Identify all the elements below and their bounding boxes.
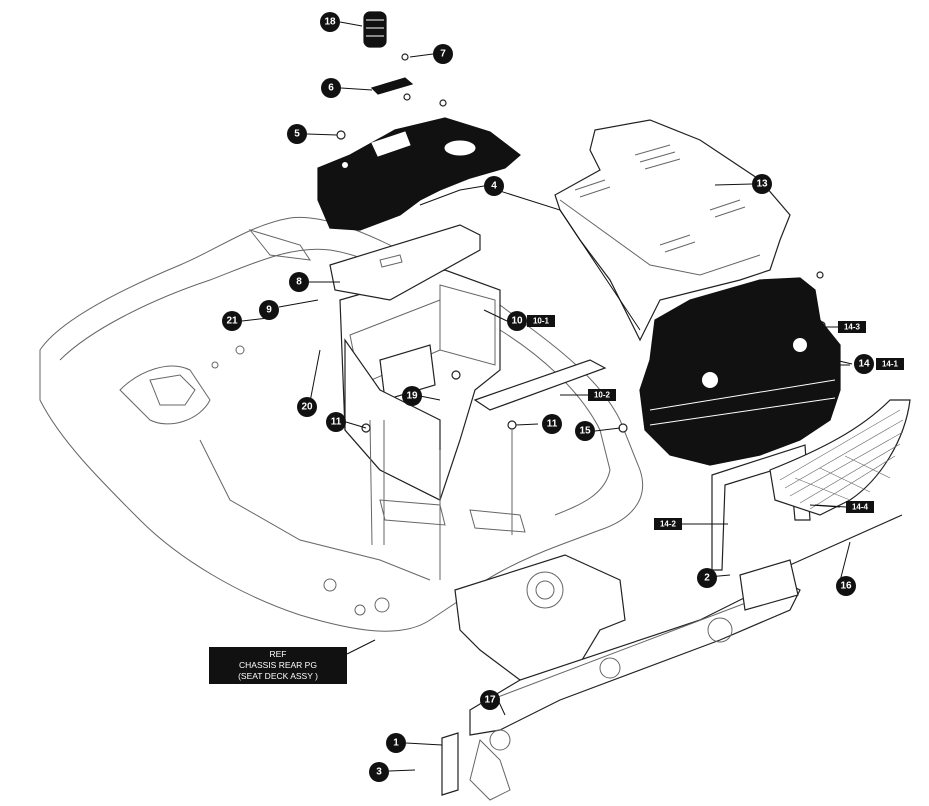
callout-11-left: 11 <box>326 412 346 432</box>
svg-text:15: 15 <box>579 426 591 437</box>
callout-3: 3 <box>369 762 389 782</box>
hood-rod <box>789 514 903 566</box>
svg-text:11: 11 <box>547 419 558 430</box>
callout-2: 2 <box>697 568 717 588</box>
callout-18: 18 <box>320 12 340 32</box>
tag-14-2: 14-2 <box>654 518 682 530</box>
throttle-knob <box>363 11 387 48</box>
svg-text:5: 5 <box>294 129 300 140</box>
grille-screen <box>769 399 911 516</box>
svg-text:2: 2 <box>704 573 710 584</box>
ref-label-box: REF CHASSIS REAR PG (SEAT DECK ASSY ) <box>209 647 347 684</box>
screws <box>336 53 826 433</box>
svg-text:14-4: 14-4 <box>852 503 869 512</box>
callout-13: 13 <box>752 174 772 194</box>
ref-line-3: (SEAT DECK ASSY ) <box>238 671 318 681</box>
tag-10-2: 10-2 <box>588 389 616 401</box>
tag-10-1: 10-1 <box>527 315 555 327</box>
svg-text:10-1: 10-1 <box>533 317 550 326</box>
svg-text:10: 10 <box>511 316 523 327</box>
callout-14: 14 <box>854 354 874 374</box>
callout-4: 4 <box>484 176 504 196</box>
svg-text:4: 4 <box>491 181 497 192</box>
svg-text:8: 8 <box>296 277 302 288</box>
svg-text:21: 21 <box>226 316 238 327</box>
tag-14-4: 14-4 <box>846 501 874 513</box>
callout-11-right: 11 <box>542 414 562 434</box>
callout-9: 9 <box>259 300 279 320</box>
dash-cover <box>317 117 521 231</box>
callout-19: 19 <box>402 386 422 406</box>
pedestal-frame <box>329 224 607 580</box>
tag-14-3: 14-3 <box>838 321 866 333</box>
svg-text:13: 13 <box>756 179 768 190</box>
svg-text:14-1: 14-1 <box>882 360 899 369</box>
svg-text:3: 3 <box>376 767 382 778</box>
callout-1: 1 <box>386 733 406 753</box>
callout-17: 17 <box>480 690 500 710</box>
callout-7: 7 <box>433 44 453 64</box>
svg-text:20: 20 <box>301 402 313 413</box>
svg-text:14: 14 <box>858 359 870 370</box>
callout-15: 15 <box>575 421 595 441</box>
callout-6: 6 <box>321 78 341 98</box>
axle-bracket <box>441 732 459 796</box>
svg-text:18: 18 <box>324 17 336 28</box>
svg-text:1: 1 <box>393 738 399 749</box>
callout-5: 5 <box>287 124 307 144</box>
svg-text:6: 6 <box>328 83 334 94</box>
svg-text:16: 16 <box>840 581 852 592</box>
svg-text:7: 7 <box>440 49 446 60</box>
callout-20: 20 <box>297 397 317 417</box>
tags: 10-1 10-2 14-3 14-1 14-2 14-4 <box>527 315 904 530</box>
callouts: 18 7 6 5 4 13 8 9 21 10 20 19 11 11 15 1… <box>222 12 874 782</box>
front-axle-assembly <box>454 554 801 801</box>
svg-text:14-2: 14-2 <box>660 520 677 529</box>
svg-text:10-2: 10-2 <box>594 391 611 400</box>
svg-text:9: 9 <box>266 305 272 316</box>
callout-10: 10 <box>507 311 527 331</box>
callout-16: 16 <box>836 576 856 596</box>
front-grille <box>639 277 841 466</box>
indicator-plate <box>370 77 414 95</box>
callout-8: 8 <box>289 272 309 292</box>
svg-text:17: 17 <box>484 695 496 706</box>
ref-line-2: CHASSIS REAR PG <box>239 660 317 670</box>
callout-21: 21 <box>222 311 242 331</box>
svg-text:11: 11 <box>331 417 342 428</box>
tag-14-1: 14-1 <box>876 358 904 370</box>
svg-text:14-3: 14-3 <box>844 323 861 332</box>
ref-line-1: REF <box>270 649 287 659</box>
svg-text:19: 19 <box>406 391 418 402</box>
